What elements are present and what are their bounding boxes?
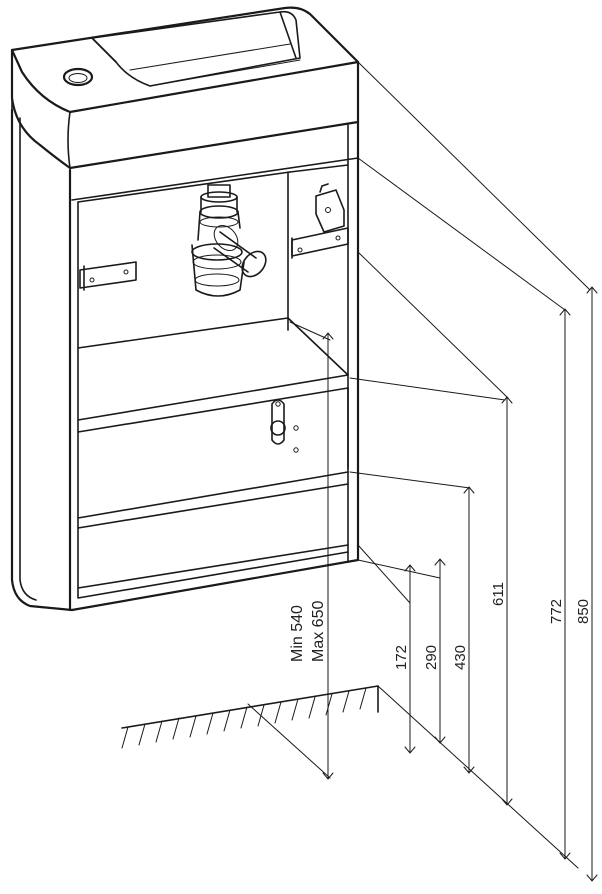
dim-290-label: 290 bbox=[423, 645, 440, 670]
bracket-right bbox=[291, 183, 349, 259]
dim-850-label: 850 bbox=[575, 599, 592, 624]
bracket-left bbox=[79, 261, 137, 291]
dim-172-label: 172 bbox=[393, 645, 410, 670]
dim-min-label: Min 540 bbox=[289, 605, 306, 662]
dim-430-label: 430 bbox=[452, 645, 469, 670]
cabinet bbox=[10, 108, 360, 612]
dim-611-label: 611 bbox=[490, 582, 507, 606]
dim-max-label: Max 650 bbox=[310, 601, 327, 662]
siphon bbox=[191, 184, 267, 297]
dim-772-label: 772 bbox=[548, 599, 565, 624]
dimension-lines bbox=[247, 61, 598, 882]
tap-hole-icon bbox=[62, 67, 94, 87]
washbasin bbox=[10, 6, 360, 170]
floor-hatching bbox=[121, 685, 379, 749]
